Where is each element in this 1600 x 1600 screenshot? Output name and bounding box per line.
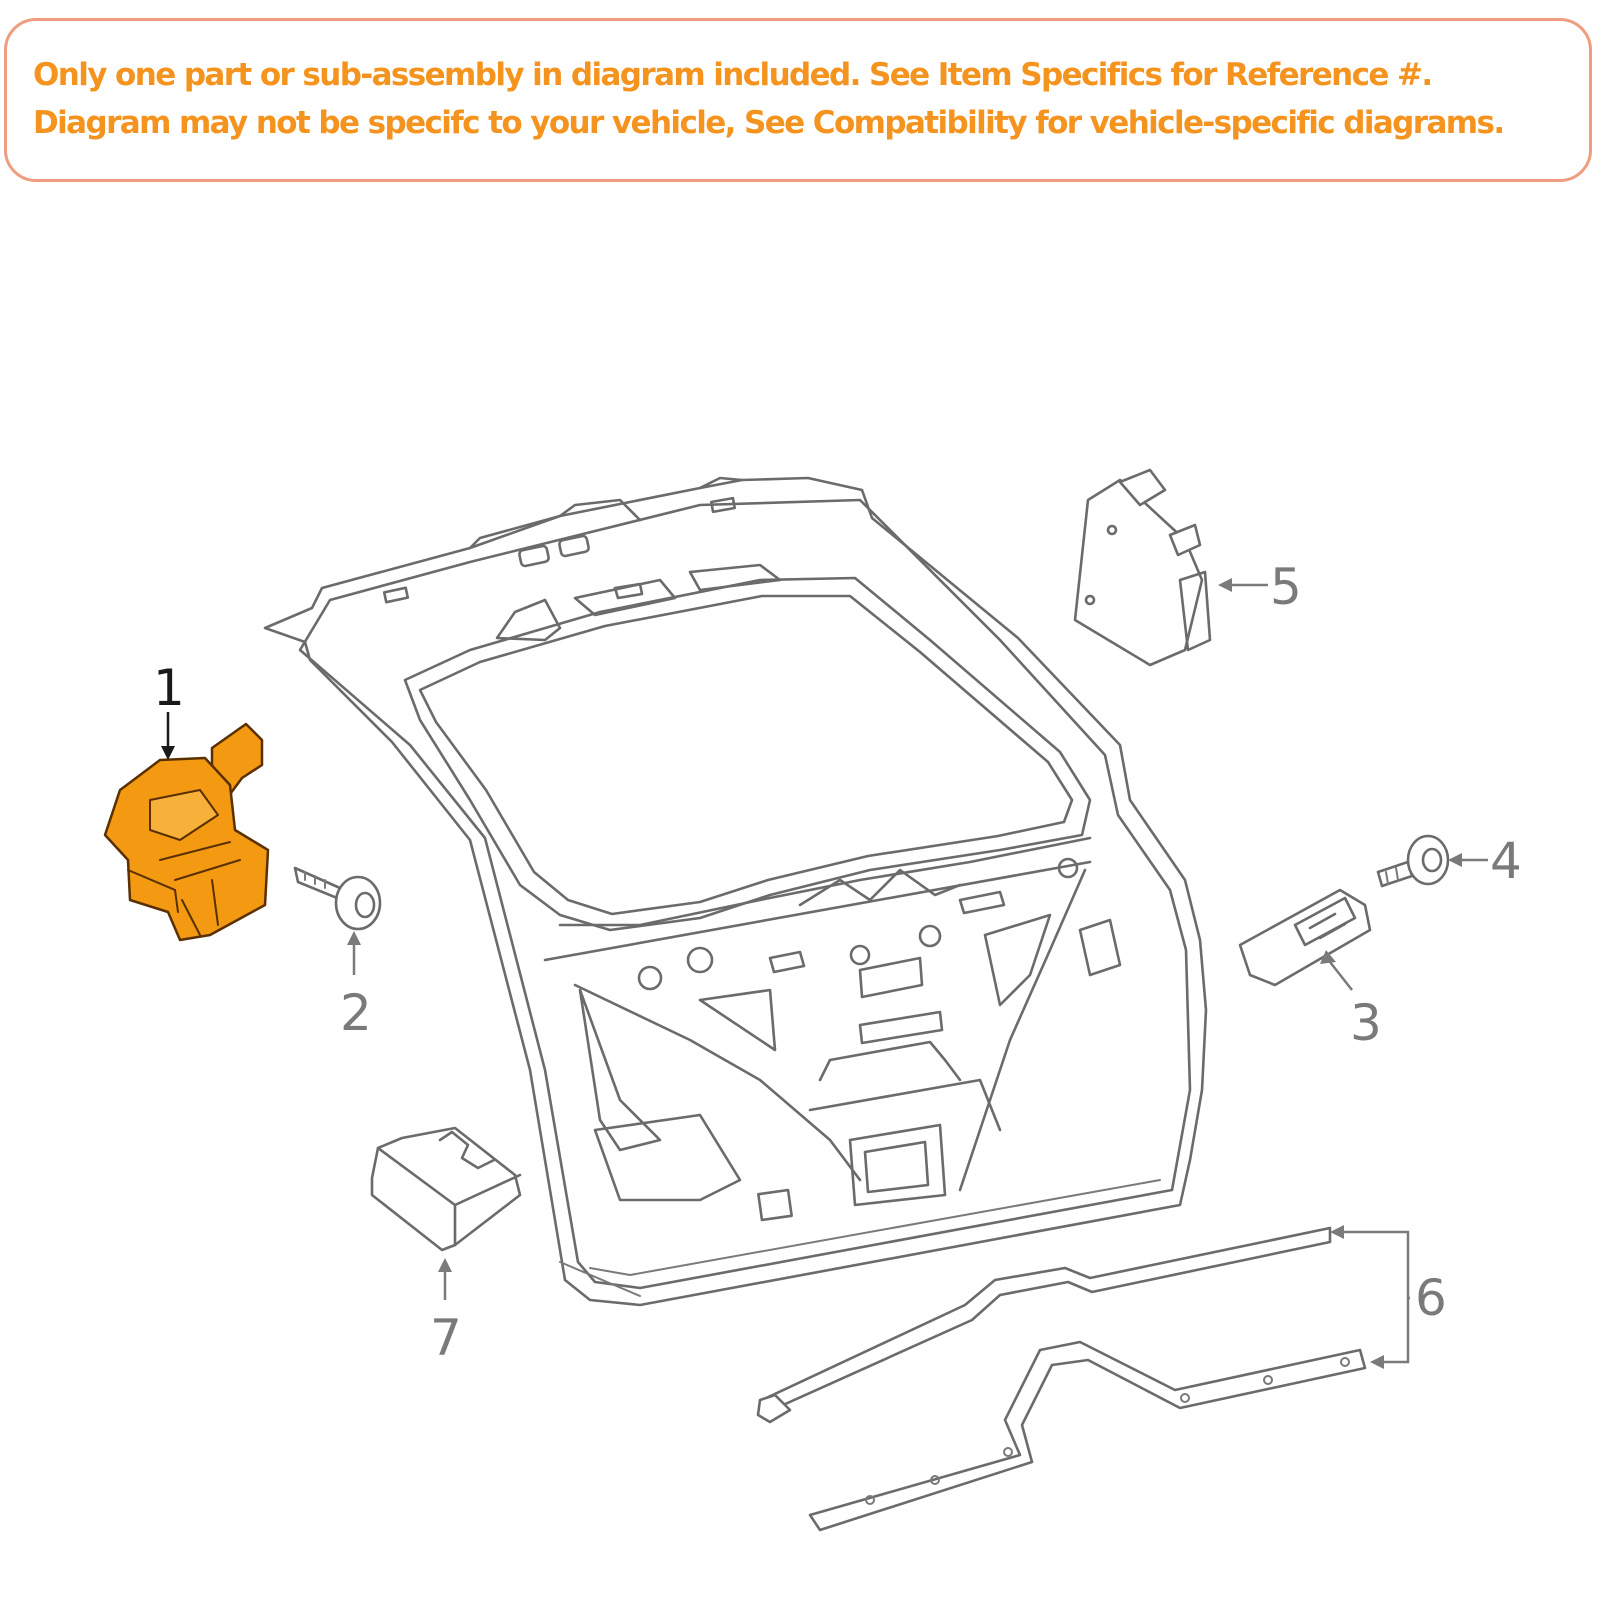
part-4-bolt — [1376, 834, 1450, 888]
callout-5: 5 — [1270, 558, 1302, 616]
callout-3: 3 — [1350, 994, 1382, 1052]
notice-line-2: Diagram may not be specifc to your vehic… — [33, 105, 1505, 141]
notice-line-1: Only one part or sub-assembly in diagram… — [33, 57, 1433, 93]
part-3-switch — [1238, 888, 1372, 987]
part-1-latch — [103, 722, 270, 942]
leader-arrows — [161, 578, 1488, 1369]
part-2-screw — [293, 866, 382, 931]
callout-1: 1 — [153, 659, 185, 717]
callout-2: 2 — [340, 984, 372, 1042]
liftgate-panel — [263, 476, 1208, 1307]
callout-4: 4 — [1490, 832, 1522, 890]
part-7-bracket — [370, 1126, 522, 1252]
callout-7: 7 — [430, 1309, 462, 1367]
part-6-rods — [756, 1226, 1367, 1532]
part-5-module — [1073, 468, 1212, 667]
callout-6: 6 — [1415, 1269, 1447, 1327]
compatibility-notice: Only one part or sub-assembly in diagram… — [4, 18, 1592, 182]
